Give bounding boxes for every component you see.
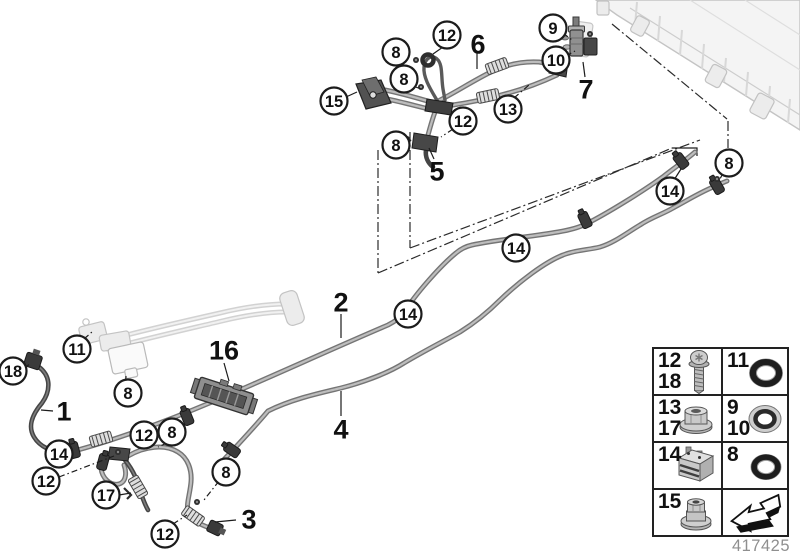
legend-cell-sealing-washer[interactable]: 9 10	[722, 395, 788, 442]
o-ring-icon	[750, 453, 782, 480]
part-label-2: 2	[333, 288, 348, 318]
svg-text:14: 14	[399, 306, 418, 324]
construction-lines	[377, 23, 729, 274]
callout-9[interactable]: 9	[538, 13, 568, 43]
part-label-6: 6	[470, 30, 485, 60]
svg-text:14: 14	[661, 183, 680, 201]
part-label-16: 16	[209, 336, 239, 366]
svg-text:11: 11	[68, 341, 85, 359]
callout-8[interactable]: 8	[714, 148, 744, 178]
svg-text:8: 8	[399, 71, 408, 89]
callout-12[interactable]: 12	[31, 466, 61, 496]
part-label-7: 7	[578, 75, 593, 105]
sealing-washer-icon	[748, 404, 782, 433]
pipe-clips	[65, 148, 726, 460]
svg-text:15: 15	[325, 93, 343, 111]
svg-text:13: 13	[499, 101, 517, 119]
legend-number: 10	[727, 417, 751, 440]
legend-table: 12 18 11 13 17	[652, 347, 789, 537]
valve-7	[561, 16, 598, 58]
svg-text:14: 14	[507, 240, 526, 258]
svg-text:12: 12	[454, 113, 472, 131]
callout-15[interactable]: 15	[319, 86, 349, 116]
callout-14[interactable]: 14	[501, 233, 531, 263]
svg-text:8: 8	[167, 424, 176, 442]
legend-number: 9	[727, 396, 739, 419]
callout-12[interactable]: 12	[432, 20, 462, 50]
part-label-4: 4	[333, 415, 348, 445]
legend-number: 8	[727, 443, 739, 466]
callout-8[interactable]: 8	[113, 378, 143, 408]
svg-text:8: 8	[123, 385, 132, 403]
svg-text:9: 9	[548, 20, 557, 38]
callout-8[interactable]: 8	[157, 417, 187, 447]
holder-block-16	[189, 376, 259, 416]
direction-arrow-icon	[729, 493, 782, 533]
top-pipe-assembly	[355, 52, 569, 170]
callout-12[interactable]: 12	[129, 420, 159, 450]
legend-cell-oring-8[interactable]: 8	[722, 442, 788, 489]
legend-number: 18	[658, 370, 682, 393]
svg-text:12: 12	[135, 427, 153, 445]
battery-unit-ghost	[594, 0, 800, 131]
svg-text:17: 17	[97, 487, 115, 505]
callout-8[interactable]: 8	[381, 130, 411, 160]
legend-number: 14	[658, 443, 682, 466]
legend-cell-flange-nut[interactable]: 13 17	[653, 395, 722, 442]
legend-cell-collar-nut[interactable]: 15	[653, 489, 722, 536]
part-label-3: 3	[241, 505, 256, 535]
callout-8[interactable]: 8	[381, 37, 411, 67]
svg-text:18: 18	[4, 363, 22, 381]
callout-8[interactable]: 8	[211, 457, 241, 487]
callout-13[interactable]: 13	[493, 94, 523, 124]
svg-text:8: 8	[221, 464, 230, 482]
ghost-assembly-left	[78, 290, 305, 380]
torx-screw-icon	[688, 349, 710, 394]
collar-nut-icon	[680, 497, 712, 530]
part-label-5: 5	[429, 157, 444, 187]
svg-text:8: 8	[724, 155, 733, 173]
callout-14[interactable]: 14	[44, 439, 74, 469]
callout-8[interactable]: 8	[389, 64, 419, 94]
svg-text:8: 8	[391, 44, 400, 62]
callout-12[interactable]: 12	[150, 519, 180, 549]
callout-10[interactable]: 10	[541, 45, 571, 75]
legend-cell-pipe-clamp[interactable]: 14	[653, 442, 722, 489]
pipe-clamp-icon	[677, 446, 715, 482]
svg-text:10: 10	[547, 52, 565, 70]
legend-cell-oring-11[interactable]: 11	[722, 348, 788, 395]
svg-text:12: 12	[156, 526, 174, 544]
svg-text:8: 8	[391, 137, 400, 155]
part-label-1: 1	[56, 397, 71, 427]
legend-number: 17	[658, 417, 682, 440]
refrigerant-pipe-2	[71, 149, 698, 454]
svg-text:14: 14	[50, 446, 69, 464]
legend-number: 15	[658, 490, 682, 513]
legend-number: 12	[658, 349, 682, 372]
callout-14[interactable]: 14	[655, 176, 685, 206]
diagram-number: 417425	[731, 537, 790, 555]
o-ring-icon	[749, 358, 783, 387]
callout-12[interactable]: 12	[448, 106, 478, 136]
svg-text:12: 12	[438, 27, 456, 45]
flange-nut-icon	[679, 406, 713, 434]
callout-14[interactable]: 14	[393, 299, 423, 329]
callout-18[interactable]: 18	[0, 356, 28, 386]
refrigerant-pipe-4	[211, 178, 730, 474]
callout-17[interactable]: 17	[91, 480, 121, 510]
svg-text:12: 12	[37, 473, 55, 491]
callout-11[interactable]: 11	[62, 334, 92, 364]
grommet-12	[420, 52, 436, 68]
legend-number: 11	[727, 349, 750, 372]
legend-cell-screw[interactable]: 12 18	[653, 348, 722, 395]
legend-number: 13	[658, 396, 682, 419]
legend-cell-direction[interactable]	[722, 489, 788, 536]
